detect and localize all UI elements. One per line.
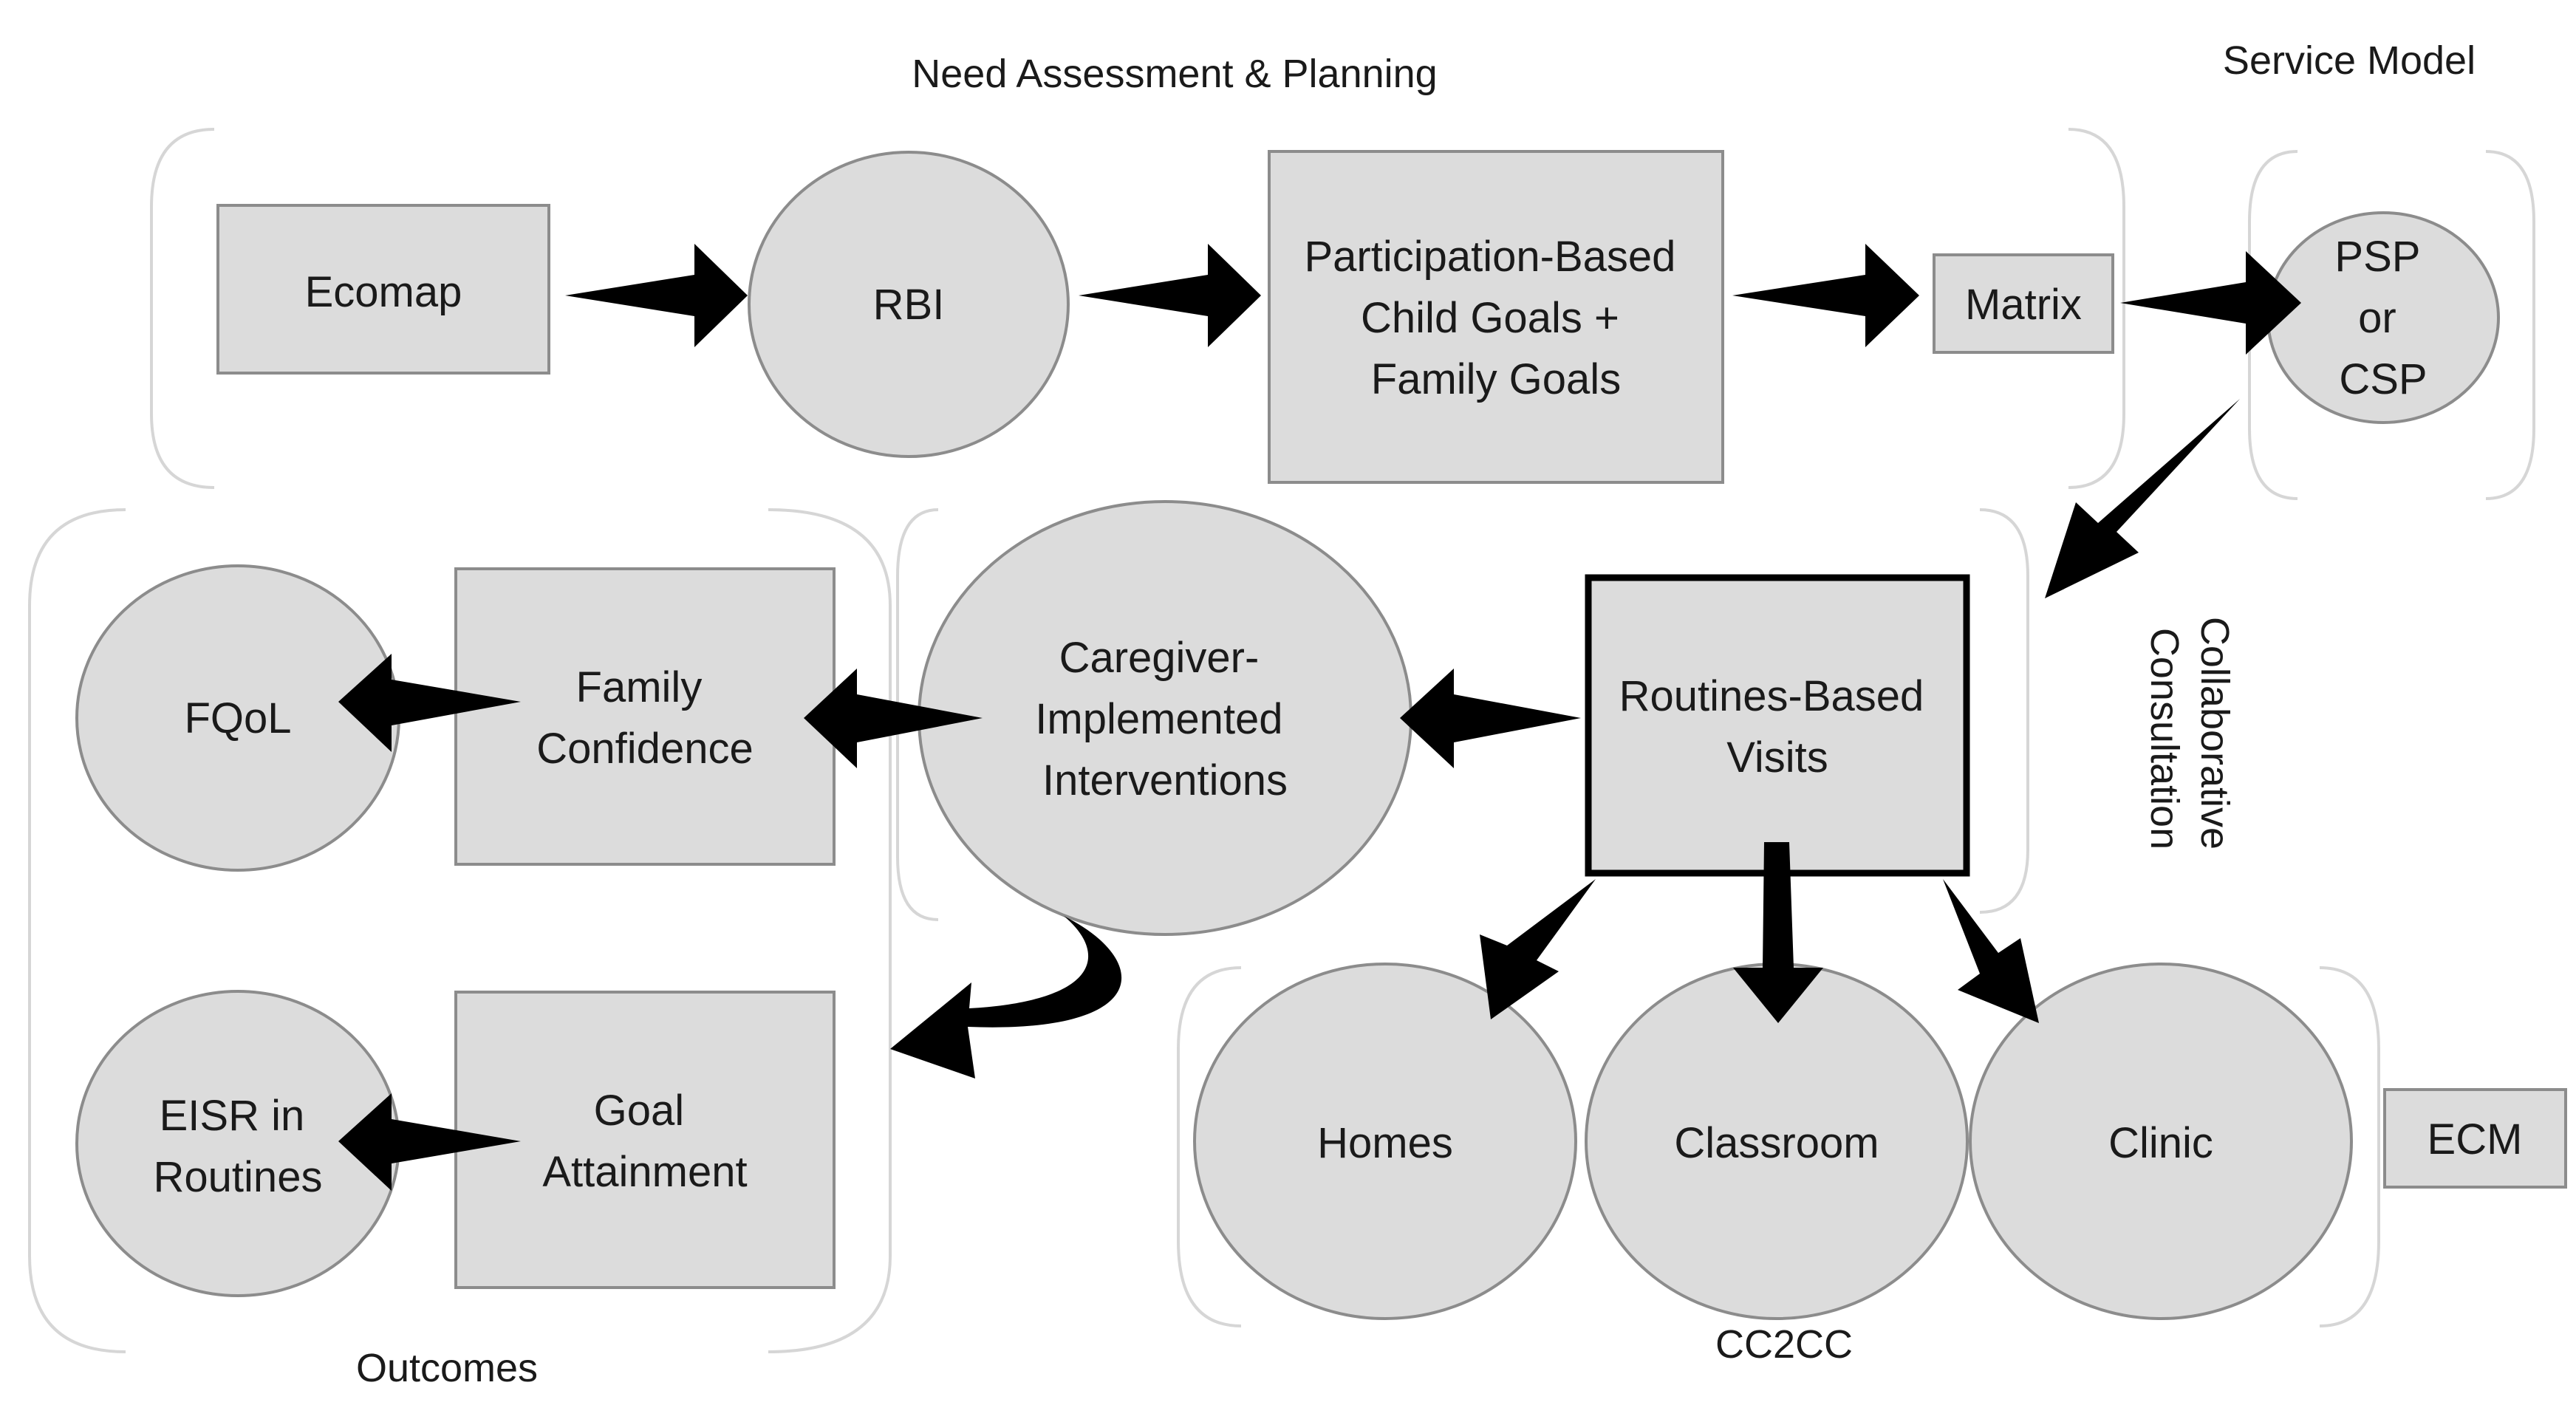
arrow-caregiver-to-family-confidence — [804, 669, 983, 768]
arrow-routines-to-caregiver — [1400, 669, 1581, 768]
ecm-box — [2383, 1088, 2567, 1189]
classroom-label: Classroom — [1674, 1119, 1879, 1167]
arrow-family-confidence-to-fqol — [338, 654, 521, 752]
arrow-psp-to-routines — [2045, 399, 2240, 598]
rbi-circle — [748, 151, 1070, 458]
bracket-cc2cc-left — [1177, 966, 1242, 1327]
ecm-label: ECM — [2428, 1115, 2523, 1163]
homes-label: Homes — [1317, 1119, 1453, 1167]
matrix-box — [1933, 253, 2114, 354]
clinic-circle — [1969, 963, 2353, 1320]
rbi-label: RBI — [873, 281, 945, 329]
arrows — [338, 244, 2301, 1191]
arrow-routines-to-homes — [1480, 879, 1596, 1019]
homes-circle — [1193, 963, 1577, 1320]
matrix-label: Matrix — [1965, 281, 2082, 329]
group-label-collaborative-consultation: Collaborative Consultation — [2142, 617, 2237, 861]
fqol-label: FQoL — [184, 694, 291, 742]
arrow-matrix-to-psp — [2120, 251, 2301, 355]
goal-attainment-box — [454, 991, 836, 1289]
group-label-outcomes: Outcomes — [356, 1346, 538, 1390]
collab-line-2: Consultation — [2142, 628, 2187, 850]
bracket-need-assessment-right — [2068, 128, 2125, 489]
collab-line-1: Collaborative — [2193, 617, 2237, 850]
arrow-curved-caregiver-to-outcomes — [890, 916, 1122, 1079]
bracket-need-assessment-left — [150, 128, 215, 489]
group-label-cc2cc: CC2CC — [1715, 1322, 1853, 1367]
ecomap-label: Ecomap — [305, 268, 462, 316]
routines-visits-label: Routines-Based Visits — [1619, 672, 1936, 782]
family-confidence-label: Family Confidence — [536, 663, 753, 773]
arrow-routines-to-classroom — [1733, 842, 1823, 1023]
clinic-label: Clinic — [2108, 1119, 2213, 1167]
bracket-outcomes-right — [768, 508, 892, 1353]
arrow-routines-to-clinic — [1943, 879, 2039, 1023]
arrow-goal-attainment-to-eisr — [338, 1093, 521, 1191]
arrow-ecomap-to-rbi — [565, 244, 748, 347]
goal-attainment-label: Goal Attainment — [542, 1087, 747, 1196]
bracket-outcomes-left — [28, 508, 126, 1353]
family-confidence-box — [454, 567, 836, 866]
arrow-goals-to-matrix — [1732, 244, 1919, 347]
goals-box — [1268, 150, 1724, 484]
psp-label: PSP or CSP — [2334, 233, 2431, 403]
bracket-service-model-right — [2485, 150, 2535, 500]
ecomap-box — [216, 204, 550, 375]
group-label-service-model: Service Model — [2223, 38, 2476, 83]
bracket-cc2cc-right — [2319, 966, 2380, 1327]
goals-label: Participation-Based Child Goals + Family… — [1304, 233, 1687, 403]
group-brackets — [28, 128, 2535, 1353]
eisr-label: EISR in Routines — [154, 1092, 323, 1201]
group-label-need-assessment: Need Assessment & Planning — [912, 52, 1437, 96]
bracket-intervention-right — [1979, 508, 2029, 914]
arrow-rbi-to-goals — [1079, 244, 1261, 347]
caregiver-label: Caregiver- Implemented Interventions — [1035, 634, 1294, 804]
routines-visits-box — [1585, 574, 1970, 877]
